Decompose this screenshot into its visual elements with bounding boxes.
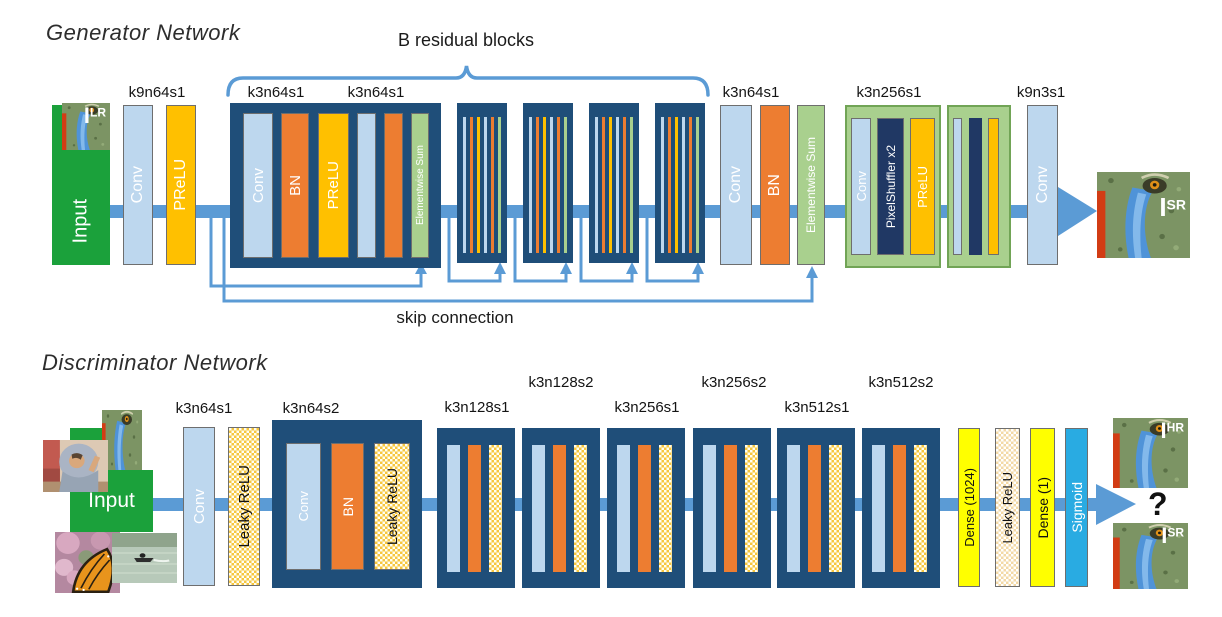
residual-bracket-label: B residual blocks bbox=[397, 30, 535, 50]
generator-output-conv: Conv bbox=[1027, 105, 1058, 265]
residual-loop-3-arrowhead bbox=[626, 262, 638, 274]
residual-loop-1-arrowhead bbox=[494, 262, 506, 274]
stage-label-d-k3n512s2: k3n512s2 bbox=[868, 374, 934, 391]
pixel-shuffler-block: PixelShuffler x2 bbox=[877, 118, 904, 255]
residual-block-skip-line bbox=[209, 218, 423, 288]
generator-elementwise-sum: Elementwise Sum bbox=[797, 105, 825, 265]
stage-label-d-k3n128s1: k3n128s1 bbox=[444, 399, 510, 416]
residual-loop-4-arrowhead bbox=[692, 262, 704, 274]
residual-compact-stripes-3 bbox=[595, 117, 633, 253]
resblock-conv-1: Conv bbox=[243, 113, 273, 258]
residual-compact-stripes-2 bbox=[529, 117, 567, 253]
upsample-compact-conv-stripe bbox=[953, 118, 962, 255]
input-sample-baboon-image bbox=[102, 410, 142, 470]
discriminator-output-arrowhead bbox=[1096, 484, 1136, 525]
hr-image: IHR bbox=[1113, 418, 1188, 488]
discriminator-input-label: Input bbox=[88, 489, 135, 512]
disc-c4-lrelu bbox=[745, 445, 758, 572]
sr-output-image: ISR bbox=[1097, 172, 1190, 258]
residual-block-skip-arrowhead bbox=[415, 263, 427, 274]
disc-c3-conv bbox=[617, 445, 630, 572]
generator-output-arrowhead bbox=[1058, 187, 1097, 236]
disc-c5-lrelu bbox=[829, 445, 842, 572]
long-skip-connection-line bbox=[222, 218, 814, 303]
input-sample-butterfly-image bbox=[55, 532, 120, 593]
disc-c6-conv bbox=[872, 445, 885, 572]
disc-c6-lrelu bbox=[914, 445, 927, 572]
disc-c3-bn bbox=[638, 445, 651, 572]
generator-prelu-1: PReLU bbox=[166, 105, 196, 265]
generator-bn: BN bbox=[760, 105, 790, 265]
residual-compact-stripes-4 bbox=[661, 117, 699, 253]
residual-loop-1 bbox=[447, 218, 502, 283]
sigmoid-block: Sigmoid bbox=[1065, 428, 1088, 587]
stage-label-d-k3n512s1: k3n512s1 bbox=[784, 399, 850, 416]
stage-label-k3n64s1-b: k3n64s1 bbox=[347, 84, 405, 101]
resblock-prelu: PReLU bbox=[318, 113, 349, 258]
resblock-conv-2 bbox=[357, 113, 376, 258]
residual-loop-4 bbox=[645, 218, 700, 283]
resblock-bn-1: BN bbox=[281, 113, 309, 258]
discriminator-title: Discriminator Network bbox=[42, 350, 268, 375]
residual-compact-stripes-1 bbox=[463, 117, 501, 253]
stage-label-d-k3n128s2: k3n128s2 bbox=[528, 374, 594, 391]
disc-block-conv: Conv bbox=[286, 443, 321, 570]
long-skip-arrowhead bbox=[806, 266, 818, 278]
hr-image-label: IHR bbox=[1160, 418, 1184, 443]
disc-c4-bn bbox=[724, 445, 737, 572]
discriminator-conv-1: Conv bbox=[183, 427, 215, 586]
disc-c1-conv bbox=[447, 445, 460, 572]
resblock-elementwise-sum: Elementwise Sum bbox=[411, 113, 429, 258]
disc-c5-bn bbox=[808, 445, 821, 572]
stage-label-d-k3n64s1: k3n64s1 bbox=[175, 400, 233, 417]
upsample-compact-shuffler-stripe bbox=[969, 118, 982, 255]
residual-loop-3 bbox=[579, 218, 634, 283]
generator-input-label: Input bbox=[69, 198, 92, 243]
disc-c3-lrelu bbox=[659, 445, 672, 572]
input-sample-boat-image bbox=[112, 533, 177, 583]
skip-connection-label: skip connection bbox=[396, 308, 514, 327]
generator-conv-1: Conv bbox=[123, 105, 153, 265]
sr-image-discriminator: ISR bbox=[1113, 523, 1188, 589]
discriminator-leaky-relu-head: Leaky ReLU bbox=[995, 428, 1020, 587]
upsample-compact-prelu-stripe bbox=[988, 118, 999, 255]
disc-c5-conv bbox=[787, 445, 800, 572]
disc-c2-bn bbox=[553, 445, 566, 572]
stage-label-k3n256s1: k3n256s1 bbox=[856, 84, 922, 101]
stage-label-k3n64s1-a: k3n64s1 bbox=[247, 84, 305, 101]
sr-image-discriminator-label: ISR bbox=[1161, 523, 1184, 548]
resblock-bn-2 bbox=[384, 113, 403, 258]
discriminator-leaky-relu-1: Leaky ReLU bbox=[228, 427, 260, 586]
input-sample-woman-image bbox=[43, 440, 108, 492]
dense-1-block: Dense (1) bbox=[1030, 428, 1055, 587]
generator-conv-2: Conv bbox=[720, 105, 752, 265]
generator-title: Generator Network bbox=[46, 20, 241, 45]
disc-block-leaky-relu: Leaky ReLU bbox=[374, 443, 410, 570]
lr-image-label: ILR bbox=[83, 103, 106, 128]
dense-1024-block: Dense (1024) bbox=[958, 428, 980, 587]
disc-block-bn: BN bbox=[331, 443, 364, 570]
disc-c4-conv bbox=[703, 445, 716, 572]
stage-label-k9n64s1: k9n64s1 bbox=[128, 84, 186, 101]
disc-c2-conv bbox=[532, 445, 545, 572]
residual-loop-2 bbox=[513, 218, 568, 283]
residual-loop-2-arrowhead bbox=[560, 262, 572, 274]
lr-input-image: ILR bbox=[62, 103, 110, 150]
residual-blocks-bracket bbox=[226, 65, 710, 97]
stage-label-d-k3n256s1: k3n256s1 bbox=[614, 399, 680, 416]
upsample-conv: Conv bbox=[851, 118, 871, 255]
real-or-fake-question: ? bbox=[1148, 486, 1168, 522]
stage-label-k9n3s1: k9n3s1 bbox=[1016, 84, 1066, 101]
stage-label-k3n64s1-c: k3n64s1 bbox=[722, 84, 780, 101]
disc-c1-bn bbox=[468, 445, 481, 572]
sr-image-label: ISR bbox=[1159, 192, 1186, 222]
disc-c1-lrelu bbox=[489, 445, 502, 572]
stage-label-d-k3n256s2: k3n256s2 bbox=[701, 374, 767, 391]
upsample-prelu: PReLU bbox=[910, 118, 935, 255]
stage-label-d-k3n64s2: k3n64s2 bbox=[282, 400, 340, 417]
disc-c6-bn bbox=[893, 445, 906, 572]
disc-c2-lrelu bbox=[574, 445, 587, 572]
